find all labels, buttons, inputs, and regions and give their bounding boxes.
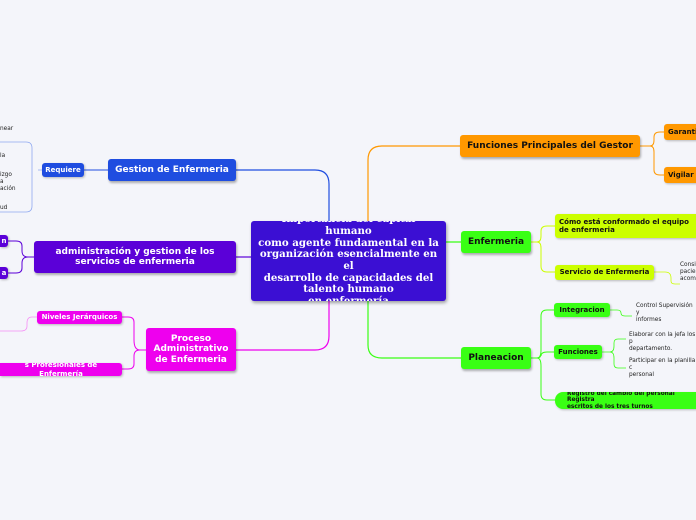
link-servicio-leaf — [654, 271, 680, 285]
node-integracion[interactable]: Integracion — [554, 303, 610, 317]
node-administracion[interactable]: administración y gestion de los servicio… — [34, 241, 236, 273]
leaf-requiere-4: ud — [0, 205, 8, 211]
central-topic[interactable]: Importancia del capital humano como agen… — [251, 221, 446, 301]
link-funciones-garantizar — [640, 131, 666, 147]
node-registro[interactable]: Registro del cambio del personal Registr… — [555, 392, 696, 409]
node-funciones[interactable]: Funciones — [554, 345, 602, 359]
leaf-requiere-1: near — [0, 126, 14, 132]
link-planeacion-funciones — [536, 351, 554, 359]
link-funciones-leaf2 — [609, 351, 626, 369]
leaf-integracion: Control Supervisión y informes — [636, 303, 693, 324]
node-admin-left-1[interactable]: n — [0, 235, 8, 247]
link-niveles-leaf — [0, 316, 37, 332]
node-garantizar[interactable]: Garantizar — [664, 124, 696, 140]
node-gestion-enfermeria[interactable]: Gestion de Enfermeria — [108, 159, 236, 181]
leaf-funciones-2: Participar en la planilla c personal — [629, 358, 696, 379]
link-funciones-leaf1 — [602, 338, 626, 353]
link-central-gestion — [236, 169, 330, 221]
leaf-requiere-3: izgo a ación — [0, 172, 16, 193]
node-requiere[interactable]: Requiere — [42, 163, 84, 177]
link-proceso-profesionales — [122, 349, 141, 370]
node-profesionales[interactable]: s Profesionales de Enfermería — [0, 363, 122, 376]
link-proceso-niveles — [122, 316, 146, 351]
link-enfermeria-como — [531, 225, 555, 243]
link-planeacion-integracion — [531, 309, 554, 359]
node-niveles-jerarquicos[interactable]: Niveles Jerárquicos — [37, 311, 122, 324]
link-enfermeria-servicio — [536, 241, 555, 273]
link-funciones-vigilar — [649, 145, 666, 176]
node-como-esta[interactable]: Cómo está conformado el equipo de enferm… — [555, 214, 696, 238]
link-integracion-leaf — [610, 309, 632, 317]
node-funciones-gestor[interactable]: Funciones Principales del Gestor — [460, 135, 640, 157]
node-admin-left-2[interactable]: a — [0, 267, 8, 279]
link-admin-left — [8, 240, 34, 274]
node-enfermeria[interactable]: Enfermeria — [461, 231, 531, 253]
leaf-requiere-2: la — [0, 153, 6, 159]
node-planeacion[interactable]: Planeacion — [461, 347, 531, 369]
node-vigilar[interactable]: Vigilar — [664, 167, 696, 183]
link-central-planeacion — [367, 301, 461, 359]
node-servicio-enfermeria[interactable]: Servicio de Enfermeria — [555, 265, 654, 280]
link-requiere-bracket — [0, 141, 42, 213]
leaf-funciones-1: Elaborar con la jefa los p departamento. — [629, 332, 696, 353]
link-central-proceso — [236, 301, 330, 351]
link-planeacion-registro — [536, 357, 555, 401]
link-central-funciones — [367, 145, 460, 221]
leaf-servicio: Consi pacien acomp — [680, 262, 696, 283]
node-proceso-administrativo[interactable]: Proceso Administrativo de Enfermeria — [146, 328, 236, 371]
